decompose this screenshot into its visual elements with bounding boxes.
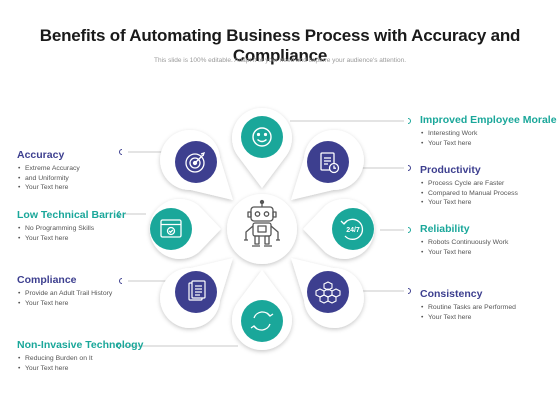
benefit-accuracy: Accuracy Extreme Accuracy and Uniformity… (17, 149, 127, 193)
bullet-item: Compared to Manual Process (420, 189, 555, 199)
document-list-icon (188, 280, 206, 301)
benefit-heading: Improved Employee Morale (420, 114, 557, 126)
bullet-item: No Programming Skills (17, 224, 127, 234)
bullet-item: Interesting Work (420, 129, 555, 139)
benefit-compliance: Compliance Provide an Adult Trail Histor… (17, 274, 127, 308)
benefit-bullets: Process Cycle are Faster Compared to Man… (420, 179, 555, 208)
benefit-improved-employee-morale: Improved Employee Morale Interesting Wor… (420, 114, 557, 148)
target-icon (185, 151, 206, 173)
bullet-item: Provide an Adult Trail History (17, 289, 127, 299)
center-node (227, 194, 297, 264)
benefit-bullets: Extreme Accuracy and Uniformity Your Tex… (17, 164, 127, 193)
petal-upper-right (291, 130, 364, 200)
bullet-item: Your Text here (17, 234, 127, 244)
benefit-bullets: Robots Continuously Work Your Text here (420, 238, 555, 257)
24-7-icon: 24/7 (340, 218, 364, 240)
benefit-heading: Low Technical Barrier (17, 209, 126, 221)
connector-end-dots (117, 118, 411, 349)
smiley-icon (252, 127, 272, 147)
benefit-heading: Productivity (420, 164, 481, 176)
benefit-heading: Reliability (420, 223, 470, 235)
petal-right: 24/7 (303, 199, 375, 260)
petal-bottom (232, 270, 292, 351)
24-7-label: 24/7 (346, 227, 360, 234)
benefit-bullets: Reducing Burden on It Your Text here (17, 354, 137, 373)
bullet-item: Routine Tasks are Performed (420, 303, 555, 313)
browser-window-icon (160, 219, 182, 238)
benefit-heading: Consistency (420, 288, 483, 300)
bullet-item: Your Text here (420, 198, 555, 208)
petal-upper-left (160, 130, 233, 200)
bullet-item: Robots Continuously Work (420, 238, 555, 248)
petal-lower-left (160, 258, 233, 328)
report-clock-icon (320, 152, 340, 174)
refresh-cycle-icon (250, 311, 274, 331)
benefit-bullets: No Programming Skills Your Text here (17, 224, 127, 243)
bullet-item: Extreme Accuracy (17, 164, 127, 174)
robot-icon (244, 199, 280, 247)
benefit-bullets: Interesting Work Your Text here (420, 129, 555, 148)
bullet-item: Your Text here (17, 183, 127, 193)
benefit-bullets: Provide an Adult Trail History Your Text… (17, 289, 127, 308)
bullet-item: Your Text here (420, 139, 555, 149)
bullet-item: Your Text here (17, 299, 127, 309)
petal-top (232, 108, 292, 188)
petal-left (149, 199, 221, 260)
benefit-non-invasive-technology: Non-Invasive Technology Reducing Burden … (17, 339, 144, 373)
benefit-consistency: Consistency Routine Tasks are Performed … (420, 288, 555, 322)
petal-lower-right (291, 258, 364, 328)
benefit-bullets: Routine Tasks are Performed Your Text he… (420, 303, 555, 322)
bullet-item: Reducing Burden on It (17, 354, 137, 364)
benefit-heading: Non-Invasive Technology (17, 339, 144, 351)
benefit-productivity: Productivity Process Cycle are Faster Co… (420, 164, 555, 208)
slide-subtitle: This slide is 100% editable. Adapt it to… (153, 57, 406, 64)
benefit-reliability: Reliability Robots Continuously Work You… (420, 223, 555, 257)
benefit-low-technical-barrier: Low Technical Barrier No Programming Ski… (17, 209, 127, 243)
bullet-item: Your Text here (17, 364, 137, 374)
hexagon-cluster-icon (315, 281, 341, 304)
bullet-item: Process Cycle are Faster (420, 179, 555, 189)
benefit-heading: Compliance (17, 274, 77, 286)
bullet-item: Your Text here (420, 248, 555, 258)
bullet-item: and Uniformity (17, 174, 127, 184)
benefit-heading: Accuracy (17, 149, 65, 161)
bullet-item: Your Text here (420, 313, 555, 323)
slide-title: Benefits of Automating Business Process … (39, 26, 521, 65)
